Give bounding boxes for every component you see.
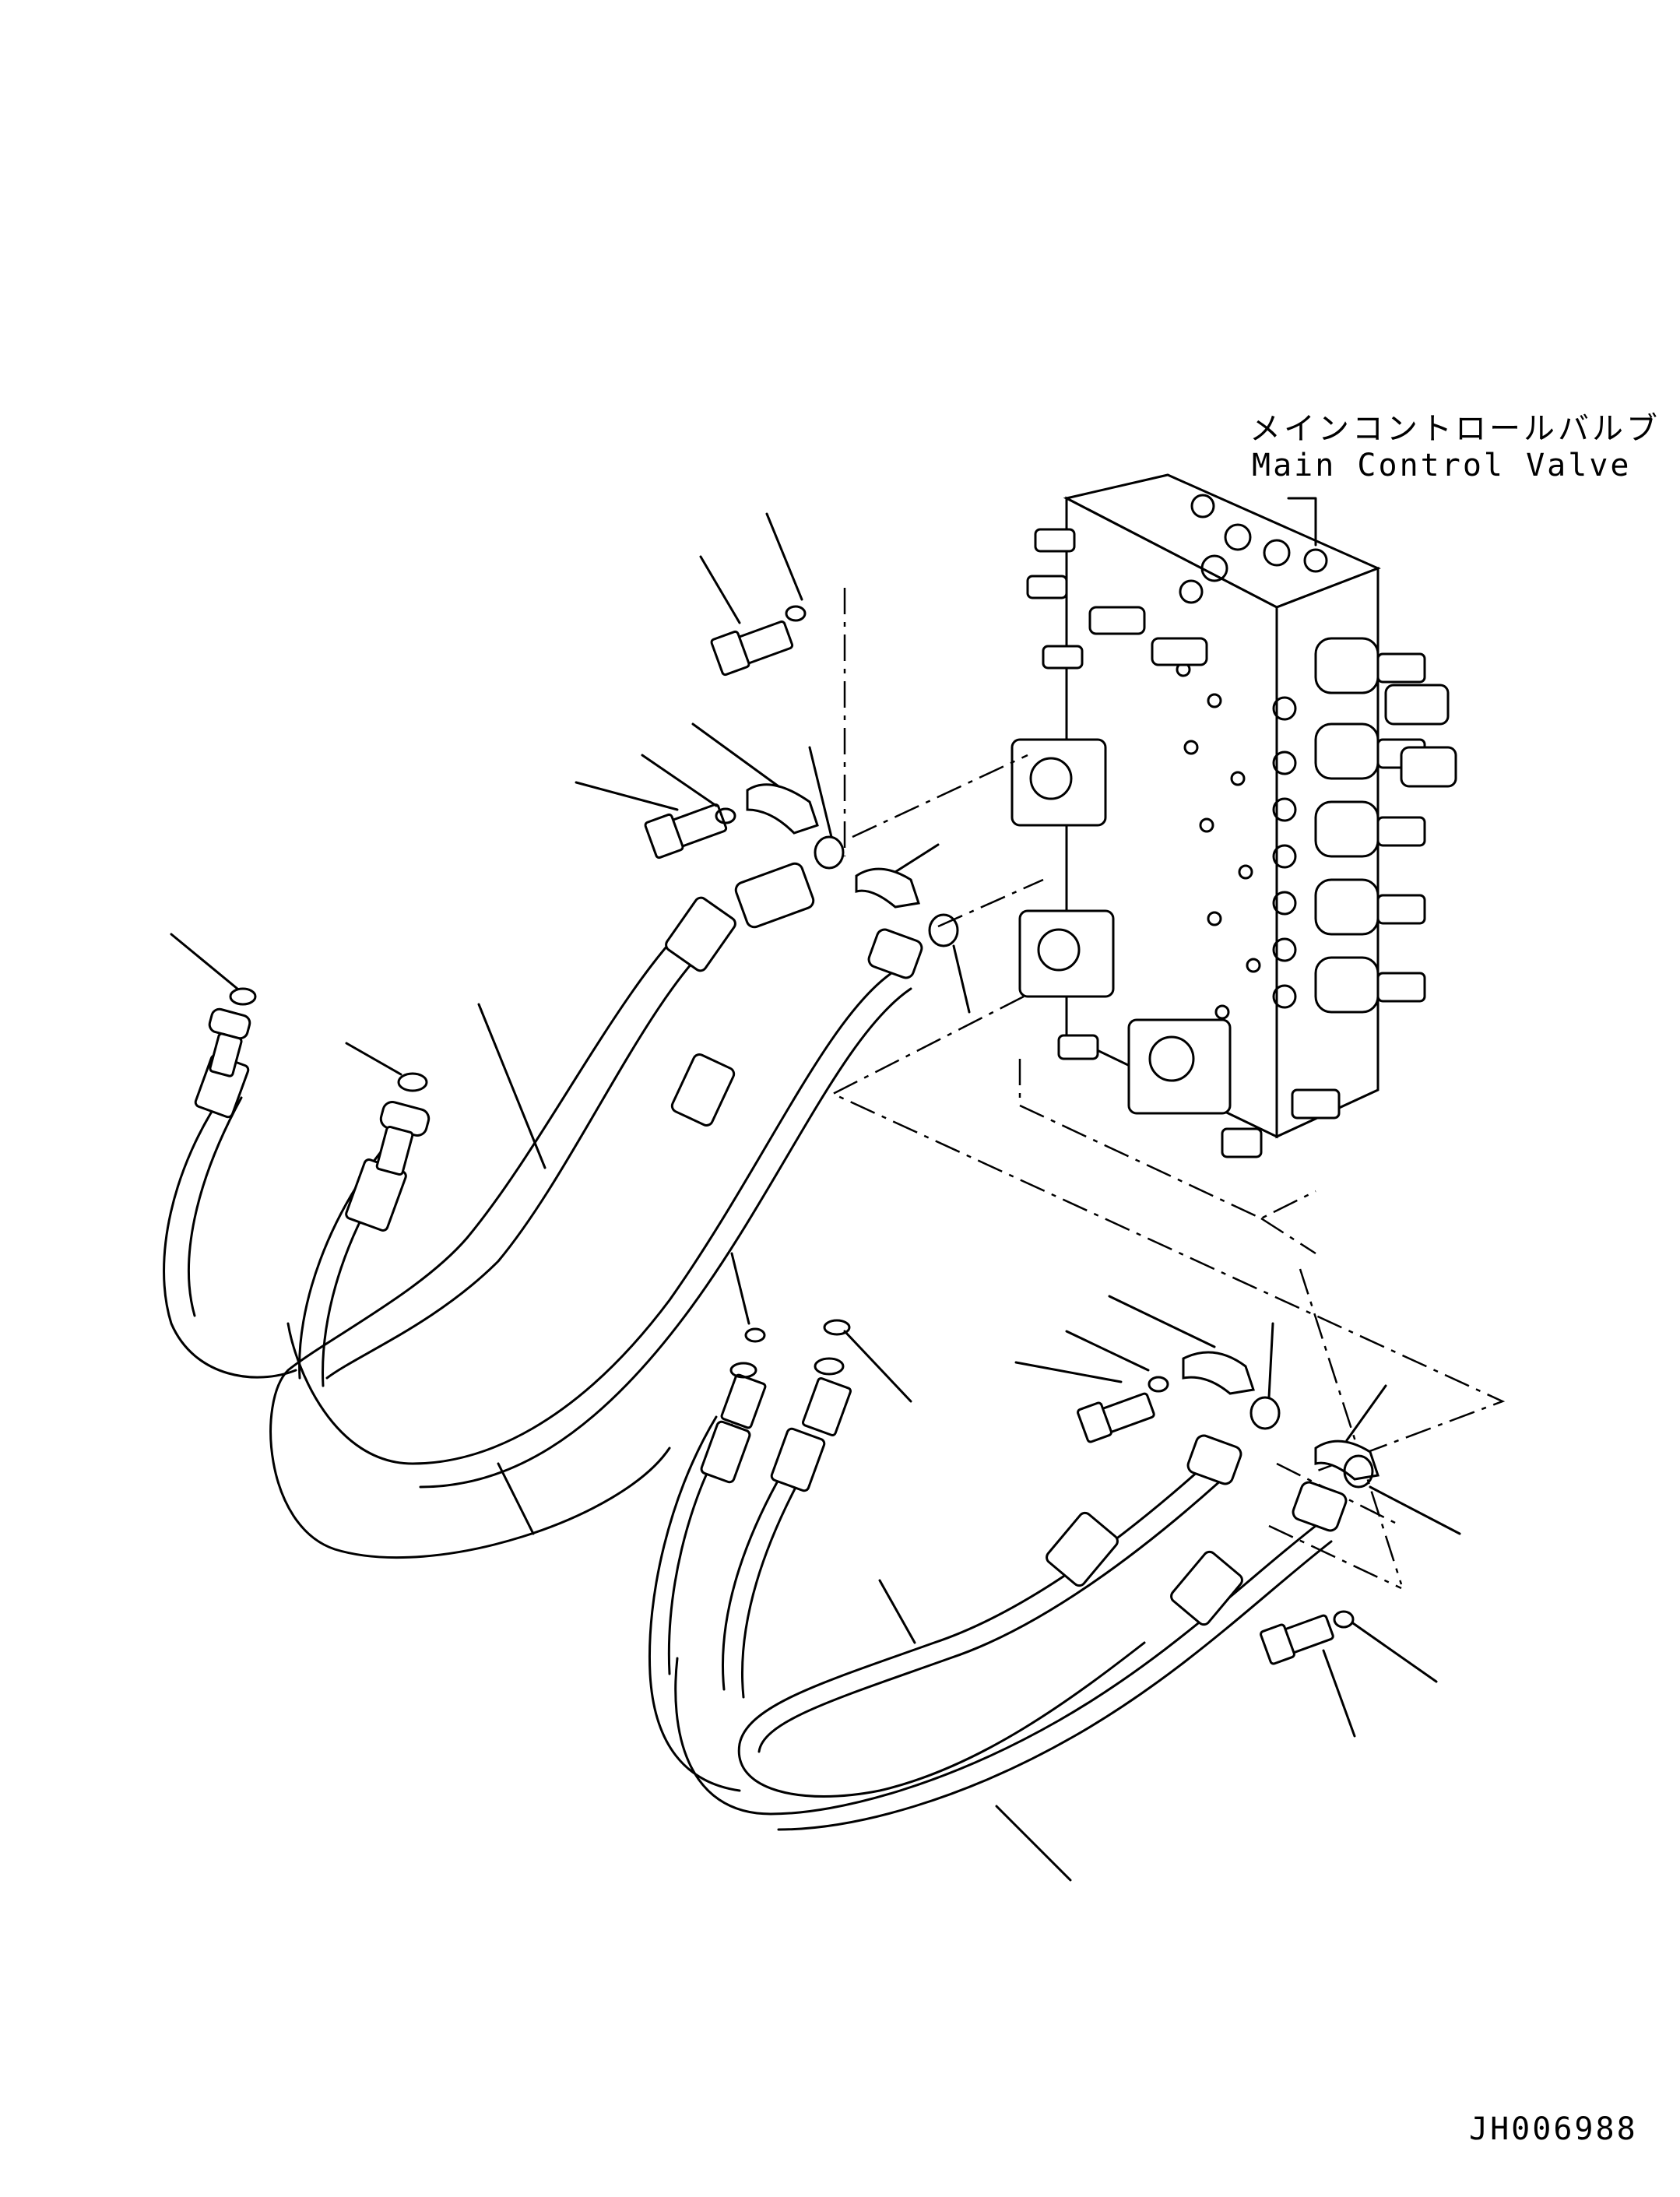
component-label-jp: メインコントロールバルブ: [1249, 411, 1661, 447]
drawing-code: JH006988: [1469, 2111, 1638, 2147]
main-control-valve: [1010, 473, 1457, 1158]
component-label-en: Main Control Valve: [1252, 448, 1632, 483]
upper-fittings: [575, 512, 971, 1014]
hoses: [163, 862, 1348, 1882]
lower-fittings: [1014, 1295, 1461, 1738]
assembly-lines: [831, 588, 1506, 1590]
